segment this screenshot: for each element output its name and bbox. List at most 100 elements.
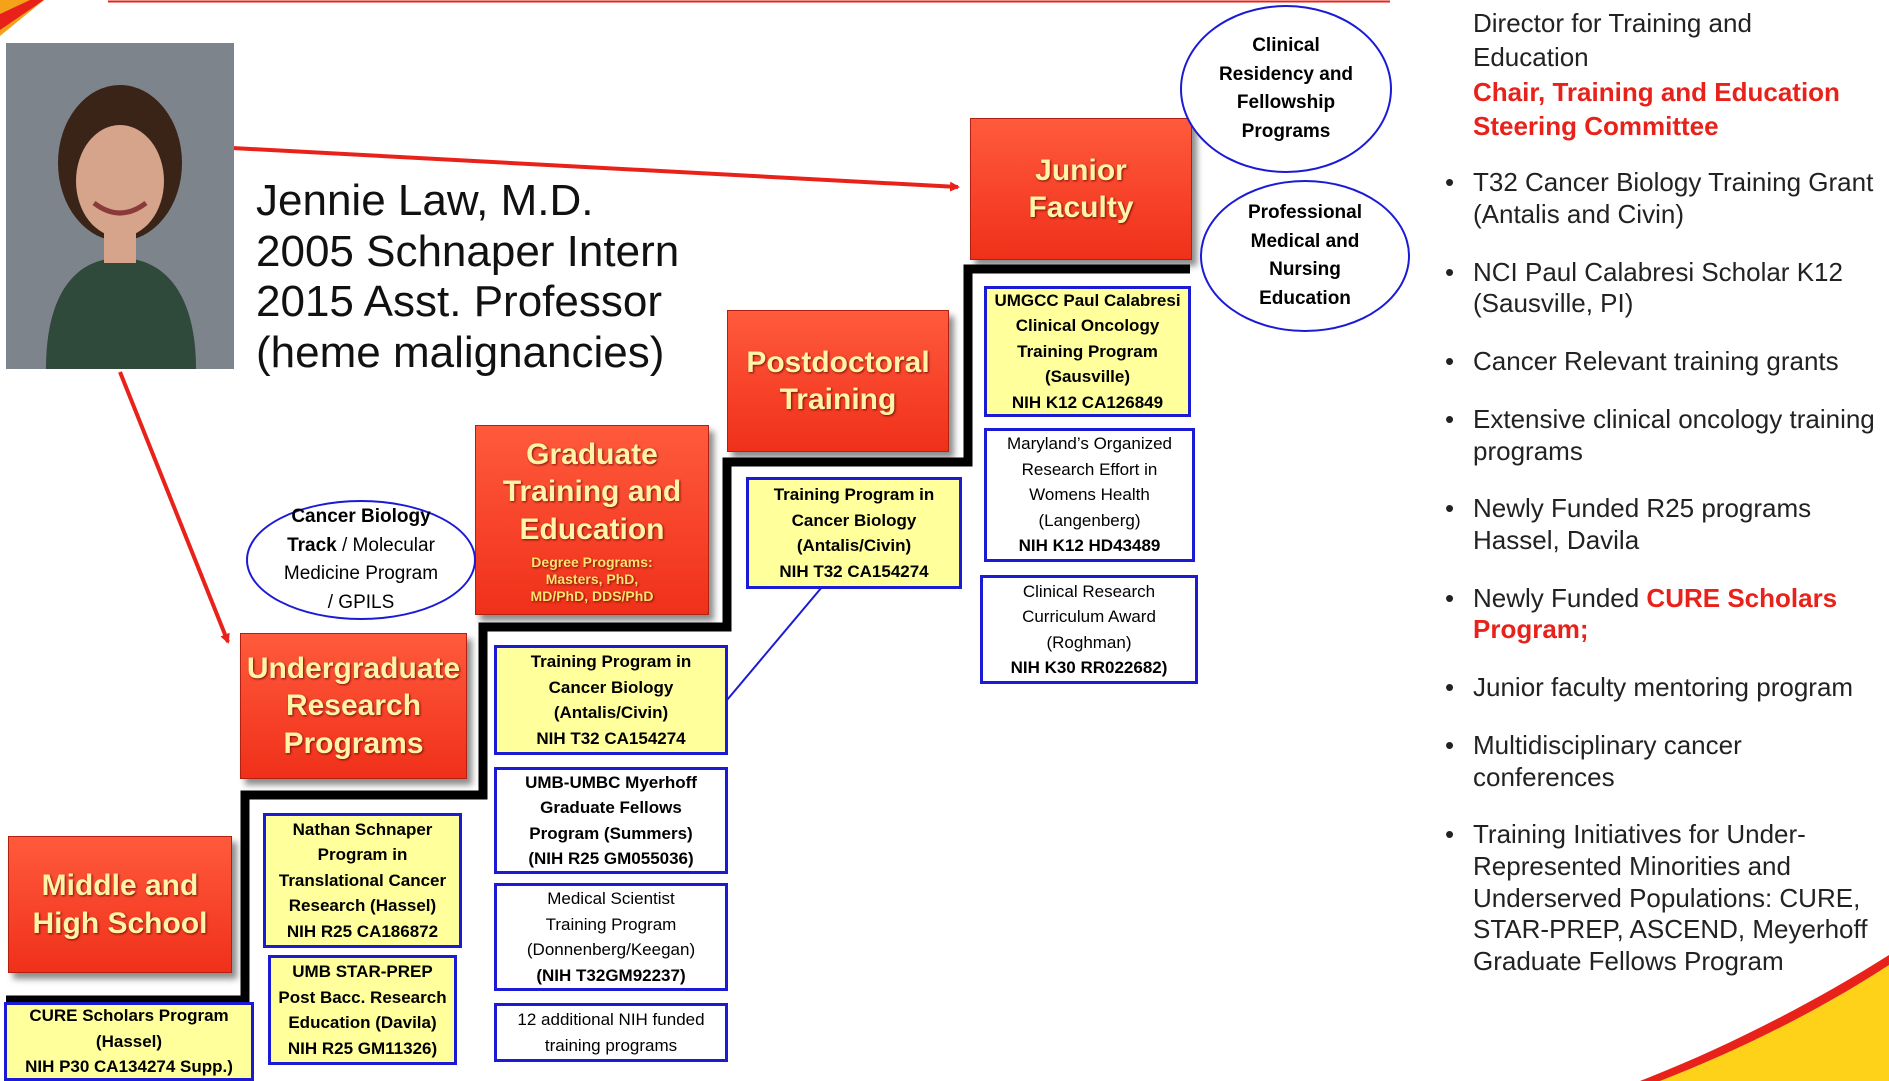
box-line: (NIH R25 GM055036): [528, 849, 694, 868]
box-line: Clinical Research: [1022, 581, 1156, 601]
box-line: Nathan Schnaper: [292, 819, 433, 839]
box-line: NIH P30 CA134274 Supp.): [25, 1057, 233, 1077]
box-nathan-schnaper: Nathan Schnaper Program in Translational…: [263, 813, 462, 948]
box-line: Womens Health: [1029, 485, 1150, 505]
list-item: Multidisciplinary cancer conferences: [1437, 730, 1887, 793]
box-line: NIH R25 GM11326): [287, 1038, 438, 1058]
box-line: Program in: [317, 845, 408, 865]
box-line: Training Program: [545, 914, 677, 934]
list-item: NCI Paul Calabresi Scholar K12 (Sausvill…: [1437, 257, 1887, 320]
box-meyerhoff: UMB-UMBC Myerhoff Graduate Fellows Progr…: [494, 767, 728, 874]
staircase-line: [6, 264, 1190, 1005]
list-item: Extensive clinical oncology training pro…: [1437, 404, 1887, 467]
box-cure-scholars: CURE Scholars Program (Hassel) NIH P30 C…: [4, 1002, 254, 1081]
box-additional-programs: 12 additional NIH funded training progra…: [494, 1003, 728, 1062]
box-line: NIH R25 CA186872: [286, 921, 439, 941]
arrow-to-junior-faculty: [231, 146, 960, 192]
box-medical-scientist: Medical Scientist Training Program (Donn…: [494, 883, 728, 991]
box-line: Clinical Oncology: [1015, 316, 1160, 336]
box-line: Graduate Fellows: [540, 798, 682, 817]
person-intern-year: 2005 Schnaper Intern: [256, 226, 680, 276]
box-line: Cancer Biology: [548, 677, 674, 697]
box-line: Research Effort in: [1021, 459, 1158, 479]
step-undergraduate: Undergraduate Research Programs: [240, 633, 467, 779]
box-line: (NIH T32GM92237): [536, 965, 686, 985]
box-maryland-womens-health: Maryland’s Organized Research Effort in …: [984, 428, 1195, 562]
list-item: Training Initiatives for Under-Represent…: [1437, 819, 1887, 978]
box-line: Curriculum Award: [1022, 607, 1156, 626]
box-line: Translational Cancer: [278, 870, 447, 890]
portrait-photo: [6, 43, 234, 369]
box-line: Maryland’s Organized: [1006, 434, 1173, 454]
corner-swoosh-top-left-red: [0, 0, 44, 30]
box-line: (Donnenberg/Keegan): [526, 940, 696, 959]
box-t32-graduate: Training Program in Cancer Biology (Anta…: [494, 645, 728, 755]
box-line: training programs: [544, 1035, 678, 1055]
box-line: (Hassel): [95, 1031, 163, 1051]
box-line: (Antalis/Civin): [553, 703, 669, 722]
box-line: UMB-UMBC Myerhoff: [525, 772, 697, 792]
oval-line: Programs: [1241, 120, 1331, 142]
chair-title-line2: Steering Committee: [1473, 110, 1719, 141]
box-line: UMB STAR-PREP: [292, 962, 433, 981]
box-t32-postdoc: Training Program in Cancer Biology (Anta…: [746, 477, 962, 589]
box-line: NIH K12 CA126849: [1011, 392, 1164, 412]
step-label: Undergraduate Research Programs: [246, 651, 461, 760]
box-line: (Roghman): [1046, 632, 1132, 652]
oval-line: Clinical: [1252, 35, 1320, 56]
oval-line: Professional: [1247, 202, 1363, 223]
initiatives-list: T32 Cancer Biology Training Grant (Antal…: [1437, 167, 1887, 978]
oval-line: Medical and: [1250, 230, 1360, 252]
box-k30-clinical-research: Clinical Research Curriculum Award (Rogh…: [980, 575, 1198, 684]
oval-cancer-biology-track: Cancer Biology Track / Molecular Medicin…: [246, 500, 476, 620]
step-graduate: Graduate Training and Education Degree P…: [475, 425, 709, 615]
chair-title-line1: Chair, Training and Education: [1473, 76, 1840, 107]
person-caption: Jennie Law, M.D. 2005 Schnaper Intern 20…: [256, 176, 716, 378]
person-name: Jennie Law, M.D.: [256, 176, 594, 225]
box-line: Program (Summers): [529, 823, 693, 843]
oval-line: Cancer Biology: [291, 506, 431, 527]
list-item: Newly Funded CURE Scholars Program;: [1437, 583, 1887, 646]
box-line: Medical Scientist: [547, 889, 675, 908]
oval-line: Track / Molecular: [287, 534, 435, 556]
oval-clinical-residency: Clinical Residency and Fellowship Progra…: [1180, 5, 1392, 173]
list-item: T32 Cancer Biology Training Grant (Antal…: [1437, 167, 1887, 230]
arrow-to-undergrad: [118, 371, 230, 644]
oval-professional-education: Professional Medical and Nursing Educati…: [1200, 180, 1410, 332]
oval-line: Medicine Program: [283, 563, 439, 584]
step-sublabel: Degree Programs: Masters, PhD, MD/PhD, D…: [530, 554, 654, 604]
box-line: UMGCC Paul Calabresi: [994, 290, 1181, 310]
box-line: 12 additional NIH funded: [517, 1010, 705, 1029]
step-junior-faculty: Junior Faculty: [970, 118, 1192, 260]
box-line: Education (Davila): [288, 1013, 437, 1032]
oval-line: / GPILS: [327, 591, 395, 613]
role-title-line2: Education: [1473, 42, 1589, 73]
oval-line: Fellowship: [1236, 92, 1336, 113]
person-appointment: 2015 Asst. Professor: [256, 277, 662, 327]
box-line: NIH K12 HD43489: [1018, 536, 1161, 556]
list-item: Junior faculty mentoring program: [1437, 672, 1887, 704]
corner-swoosh-bottom-right: [1660, 965, 1889, 1081]
t32-connector: [726, 586, 823, 701]
step-postdoctoral: Postdoctoral Training: [727, 310, 949, 452]
step-label: Postdoctoral Training: [746, 345, 930, 417]
step-label: Graduate Training and Education: [502, 437, 682, 546]
box-line: CURE Scholars Program: [29, 1006, 229, 1026]
box-line: Research (Hassel): [288, 896, 437, 916]
box-line: NIH T32 CA154274: [536, 728, 686, 748]
box-line: Cancer Biology: [791, 510, 917, 530]
list-item: Newly Funded R25 programs Hassel, Davila: [1437, 493, 1887, 556]
box-line: Training Program: [1017, 341, 1158, 361]
box-line: Training Program in: [530, 652, 692, 671]
step-middle-high-school: Middle and High School: [8, 836, 232, 973]
box-umgcc-calabresi: UMGCC Paul Calabresi Clinical Oncology T…: [984, 286, 1191, 417]
role-title-line1: Director for Training and: [1473, 8, 1752, 38]
box-line: Post Bacc. Research: [278, 987, 447, 1007]
step-label: Middle and High School: [32, 869, 208, 940]
oval-line: Residency and: [1218, 63, 1354, 85]
oval-line: Nursing: [1269, 259, 1341, 280]
box-line: NIH T32 CA154274: [779, 561, 929, 581]
list-item: Cancer Relevant training grants: [1437, 346, 1887, 378]
box-line: Training Program in: [773, 485, 935, 504]
